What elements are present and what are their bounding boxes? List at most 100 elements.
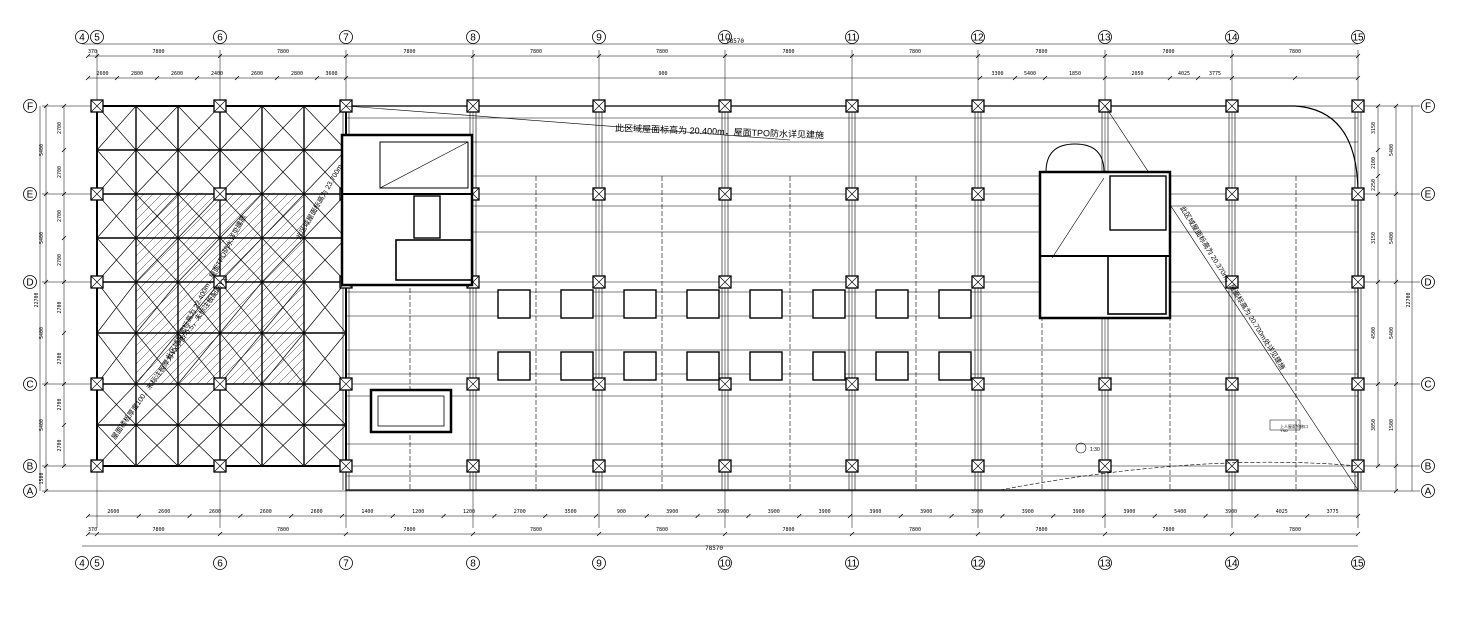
column-x bbox=[213, 377, 227, 391]
dim-bottom-secondary-value: 2700 bbox=[514, 509, 526, 515]
dim-right-primary-value: 5400 bbox=[1389, 327, 1395, 339]
dim-left-primary-value: 5400 bbox=[39, 327, 45, 339]
hatch-line bbox=[136, 194, 181, 239]
cross-brace bbox=[219, 105, 263, 151]
column-x bbox=[1098, 377, 1112, 391]
dim-bottom-secondary-value: 4025 bbox=[1276, 509, 1288, 515]
cross-brace bbox=[261, 237, 305, 283]
grid-label-col: 14 bbox=[1226, 33, 1238, 44]
dim-bottom-secondary-value: 3775 bbox=[1327, 509, 1339, 515]
grid-label-row: E bbox=[1425, 190, 1432, 201]
cross-brace bbox=[261, 105, 305, 151]
grid-bubble-col bbox=[592, 556, 606, 570]
dim-bottom-primary-tick bbox=[1229, 531, 1235, 537]
dim-bottom-secondary-value: 2600 bbox=[158, 509, 170, 515]
dim-top-primary-value: 7800 bbox=[1162, 49, 1174, 55]
grid-label-col: 13 bbox=[1099, 33, 1111, 44]
dim-bottom-primary-value: 7800 bbox=[277, 527, 289, 533]
dim-top-secondary-tick bbox=[1012, 75, 1018, 81]
dim-bottom-secondary-value: 3500 bbox=[565, 509, 577, 515]
hatch-line bbox=[136, 194, 280, 338]
dim-top-primary-value: 370 bbox=[88, 49, 97, 55]
dim-bottom-secondary-value: 3900 bbox=[920, 509, 932, 515]
hatch-line bbox=[136, 194, 208, 266]
grid-label-row: F bbox=[27, 102, 33, 113]
column-x bbox=[1351, 275, 1365, 289]
corridor-opening bbox=[560, 351, 594, 381]
column-x bbox=[1225, 187, 1239, 201]
dim-top-primary-value: 7800 bbox=[403, 49, 415, 55]
dim-left-secondary-tick bbox=[61, 235, 67, 241]
corridor-opening bbox=[875, 289, 909, 319]
hatch-line bbox=[232, 312, 304, 384]
dim-bottom-secondary-tick bbox=[85, 513, 91, 519]
column-x bbox=[592, 187, 606, 201]
right-roof-note: 此区域屋面标高为 20.370m，屋面标高为 20.700m处详见建施 bbox=[1178, 204, 1287, 371]
grid-label-row: D bbox=[26, 278, 33, 289]
grid-label-col: 6 bbox=[217, 559, 223, 570]
column-x bbox=[466, 459, 480, 473]
dim-top-secondary-value: 4025 bbox=[1178, 71, 1190, 77]
cross-brace bbox=[303, 332, 347, 385]
cross-brace bbox=[135, 424, 179, 467]
grid-label-col: 7 bbox=[343, 33, 349, 44]
dim-right-primary-value: 5400 bbox=[1389, 144, 1395, 156]
hatch-line bbox=[136, 194, 271, 329]
dim-bottom-secondary-value: 3900 bbox=[717, 509, 729, 515]
hatch-line bbox=[136, 194, 298, 356]
dim-right-primary-value: 1500 bbox=[1389, 419, 1395, 431]
dim-bottom-secondary-value: 2600 bbox=[107, 509, 119, 515]
stair-elevator-cores bbox=[340, 133, 1172, 434]
dim-top-secondary-value: 2050 bbox=[1131, 71, 1143, 77]
dim-bottom-secondary-value: 2600 bbox=[260, 509, 272, 515]
dim-left-primary-tick bbox=[43, 279, 49, 285]
dim-left-secondary-value: 2700 bbox=[57, 122, 63, 134]
dim-bottom-secondary-tick bbox=[238, 513, 243, 519]
grid-bubble-col bbox=[466, 556, 480, 570]
hatch-line bbox=[250, 330, 304, 384]
dim-bottom-secondary-value: 3900 bbox=[1123, 509, 1135, 515]
dim-bottom-secondary-value: 1200 bbox=[412, 509, 424, 515]
cross-brace bbox=[177, 383, 221, 426]
grid-label-col: 5 bbox=[94, 559, 100, 570]
column-x bbox=[718, 275, 732, 289]
cross-brace bbox=[177, 237, 221, 283]
column-x bbox=[90, 275, 104, 289]
grid-label-col: 15 bbox=[1352, 559, 1364, 570]
grid-label-row: F bbox=[1425, 102, 1431, 113]
cross-brace bbox=[303, 105, 347, 151]
dim-bottom-secondary-value: 3900 bbox=[1225, 509, 1237, 515]
column-x bbox=[1351, 377, 1365, 391]
cross-brace bbox=[303, 281, 347, 334]
hatch-line bbox=[136, 194, 235, 293]
dim-right-secondary-tick bbox=[1375, 103, 1381, 109]
column-x bbox=[213, 275, 227, 289]
hatch-line bbox=[241, 321, 304, 384]
dim-bottom-primary-tick bbox=[1102, 531, 1108, 537]
cross-brace bbox=[219, 281, 263, 334]
dim-top-secondary-value: 5400 bbox=[1024, 71, 1036, 77]
grid-label-col: 8 bbox=[470, 33, 476, 44]
hatch-line bbox=[205, 285, 304, 384]
hatch-line bbox=[169, 249, 304, 384]
hatch-line bbox=[187, 267, 304, 384]
dim-left-primary-value: 5400 bbox=[39, 144, 45, 156]
column-x bbox=[845, 275, 859, 289]
dim-top-primary-value: 7800 bbox=[152, 49, 164, 55]
column-x bbox=[592, 459, 606, 473]
grid-bubble-col bbox=[971, 30, 985, 44]
grid-label-col: 9 bbox=[596, 33, 602, 44]
dim-right-secondary-value: 2100 bbox=[1371, 157, 1377, 169]
dim-bottom-secondary-tick bbox=[441, 513, 446, 519]
cross-brace bbox=[303, 383, 347, 426]
cross-brace bbox=[96, 193, 137, 239]
column-x bbox=[339, 459, 353, 473]
grid-label-col: 10 bbox=[719, 33, 731, 44]
column-x bbox=[90, 99, 104, 113]
dim-top-secondary-tick bbox=[977, 75, 983, 81]
column-x bbox=[971, 275, 985, 289]
column-x bbox=[718, 459, 732, 473]
cross-brace bbox=[219, 383, 263, 426]
grid-bubble-row bbox=[23, 377, 37, 391]
